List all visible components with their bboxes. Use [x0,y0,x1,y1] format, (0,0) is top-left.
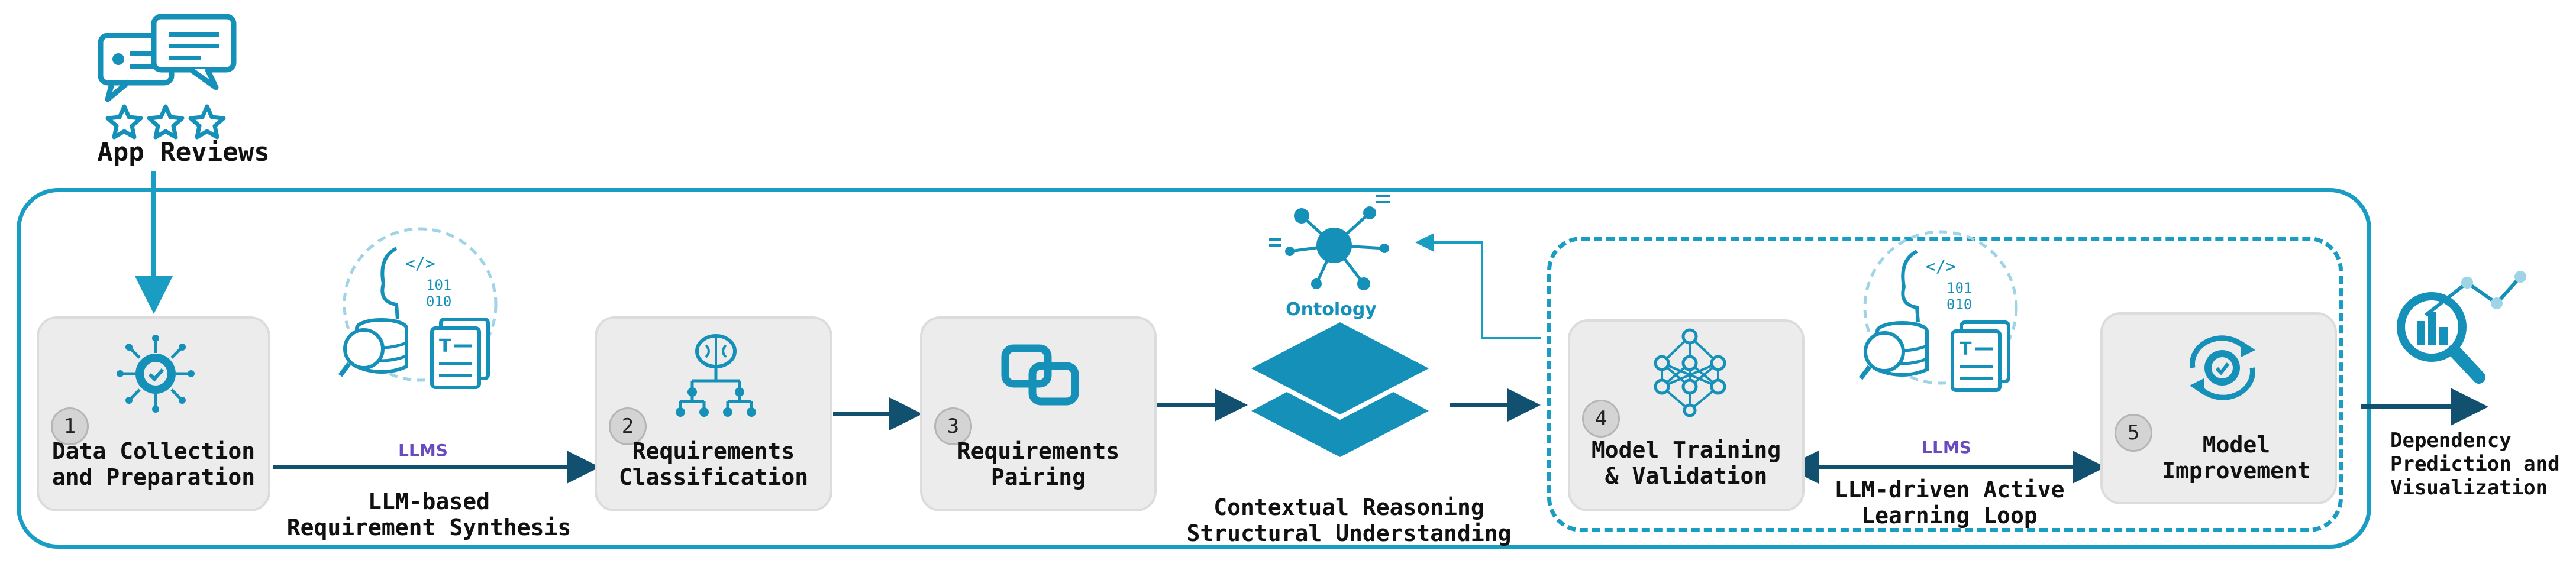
reasoning-line1: Contextual Reasoning [1213,494,1484,520]
review-chat-stars-icon [98,14,237,140]
output-line2: Prediction and [2390,452,2560,476]
llms-badge-active-learning: LLMS [1922,438,1971,457]
svg-text:</>: </> [405,254,435,273]
reasoning-line2: Structural Understanding [1186,520,1512,546]
step-4-number: 4 [1582,400,1620,438]
step-3-label-line2: Pairing [990,464,1086,490]
app-reviews-label: App Reviews [97,137,270,167]
gear-network-icon [117,335,195,413]
layers-stack-icon [1251,322,1429,457]
llms-badge-synthesis: LLMS [398,441,448,460]
llm-head-database-icon-2: </> 101 010 T [1858,230,2018,392]
ontology-frame-link-arrow [1415,233,1541,339]
step-1-label-line1: Data Collection [51,438,256,464]
step-2-label-line1: Requirements [632,438,795,464]
ontology-network-icon [1269,195,1390,290]
svg-text:010: 010 [1946,296,1972,313]
svg-text:T: T [1960,339,1972,360]
output-line1: Dependency [2390,429,2512,452]
svg-text:010: 010 [426,293,451,310]
step-3-number: 3 [934,407,972,445]
neural-network-icon [1654,328,1726,417]
step-2-number: 2 [609,407,647,445]
step-2-card: 2 Requirements Classification [595,316,832,511]
step-1-card: 1 Data Collection and Preparation [37,316,270,511]
step-5-number: 5 [2115,414,2152,452]
pipeline-frame [17,188,2371,549]
link-pair-icon [1001,344,1079,406]
active-learning-frame [1547,237,2343,532]
svg-text:</>: </> [1926,257,1956,276]
step-5-label-line2: Improvement [2162,458,2311,484]
magnifier-chart-icon [2397,271,2526,384]
svg-text:101: 101 [1946,280,1972,296]
llm-synthesis-line1: LLM-based [368,488,490,514]
svg-text:T: T [439,336,451,357]
ontology-label: Ontology [1286,299,1377,320]
step-1-label-line2: and Preparation [51,464,256,490]
svg-text:101: 101 [426,277,451,293]
step-4-label-line1: Model Training [1591,437,1781,463]
llm-head-database-icon: </> 101 010 T [338,227,498,389]
step-3-card: 3 Requirements Pairing [920,316,1157,511]
cycle-check-icon [2190,335,2255,400]
output-line3: Visualization [2390,476,2548,500]
active-learning-line2: Learning Loop [1861,503,2038,529]
active-learning-line1: LLM-driven Active [1834,477,2065,503]
step-5-label-line1: Model [2202,432,2271,458]
step-4-label-line2: & Validation [1605,463,1768,489]
brain-hierarchy-icon [676,334,756,417]
step-4-card: 4 Model Training & Validation [1568,319,1805,511]
step-3-label-line1: Requirements [957,438,1120,464]
llm-synthesis-line2: Requirement Synthesis [286,514,572,540]
step-2-label-line2: Classification [618,464,809,490]
step-1-number: 1 [51,407,89,445]
step-5-card: 5 Model Improvement [2100,312,2337,504]
